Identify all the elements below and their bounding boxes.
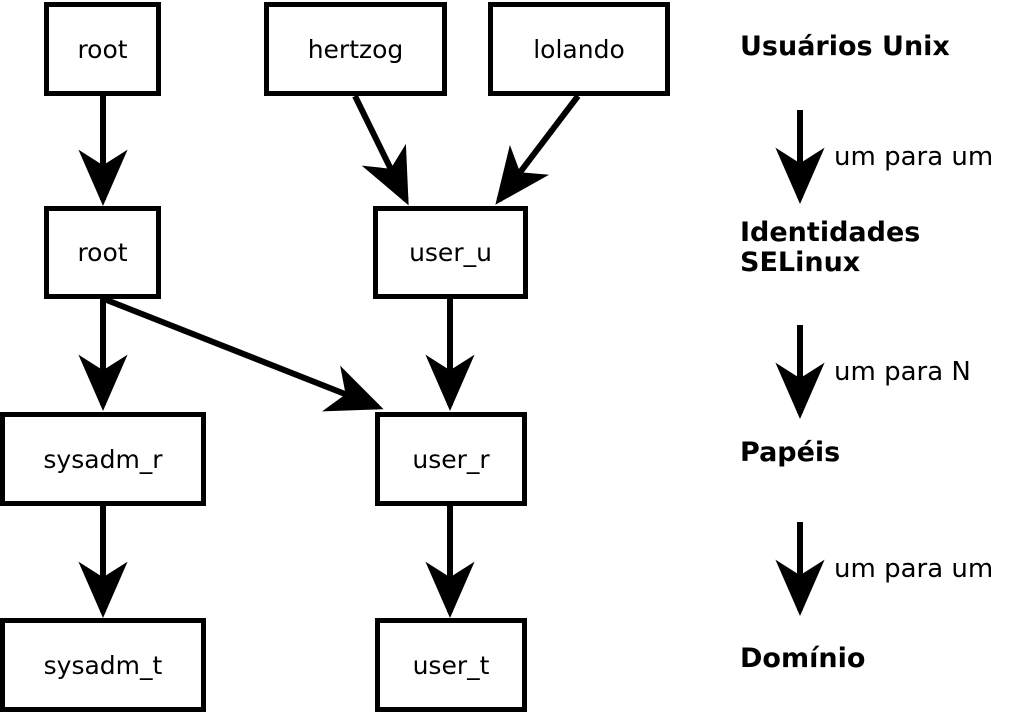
legend-layer-roles: Papéis (740, 437, 841, 468)
legend-relation-roles-domains: um para um (834, 554, 994, 584)
node-label: user_u (409, 238, 492, 267)
node-label: user_r (412, 444, 490, 474)
legend-layer-selinux-identities: Identidades SELinux (740, 217, 921, 279)
node-label: hertzog (307, 34, 404, 64)
node-sysadm-t[interactable]: sysadm_t (0, 618, 206, 712)
legend-layer-domains: Domínio (740, 643, 866, 674)
node-lolando[interactable]: lolando (488, 2, 670, 96)
node-hertzog[interactable]: hertzog (264, 2, 447, 96)
legend-layer-unix-users: Usuários Unix (740, 31, 950, 62)
node-label: root (77, 238, 128, 267)
node-user-t[interactable]: user_t (375, 618, 527, 712)
node-sysadm-r[interactable]: sysadm_r (0, 412, 206, 506)
legend-relation-users-identities: um para um (834, 142, 994, 172)
node-selinux-root[interactable]: root (44, 206, 161, 299)
node-label: root (77, 34, 128, 64)
node-label: user_t (412, 650, 490, 680)
edge-selinux-root-to-user-r (102, 296, 384, 412)
node-label: sysadm_t (43, 650, 163, 680)
legend-relation-identities-roles: um para N (834, 357, 971, 387)
node-user-r[interactable]: user_r (375, 412, 527, 506)
node-label: sysadm_r (43, 444, 163, 474)
node-unix-root[interactable]: root (44, 2, 161, 96)
node-user-u[interactable]: user_u (373, 206, 528, 299)
edge-hertzog-to-user-u (352, 94, 409, 206)
edge-lolando-to-user-u (495, 94, 581, 205)
node-label: lolando (533, 34, 625, 64)
